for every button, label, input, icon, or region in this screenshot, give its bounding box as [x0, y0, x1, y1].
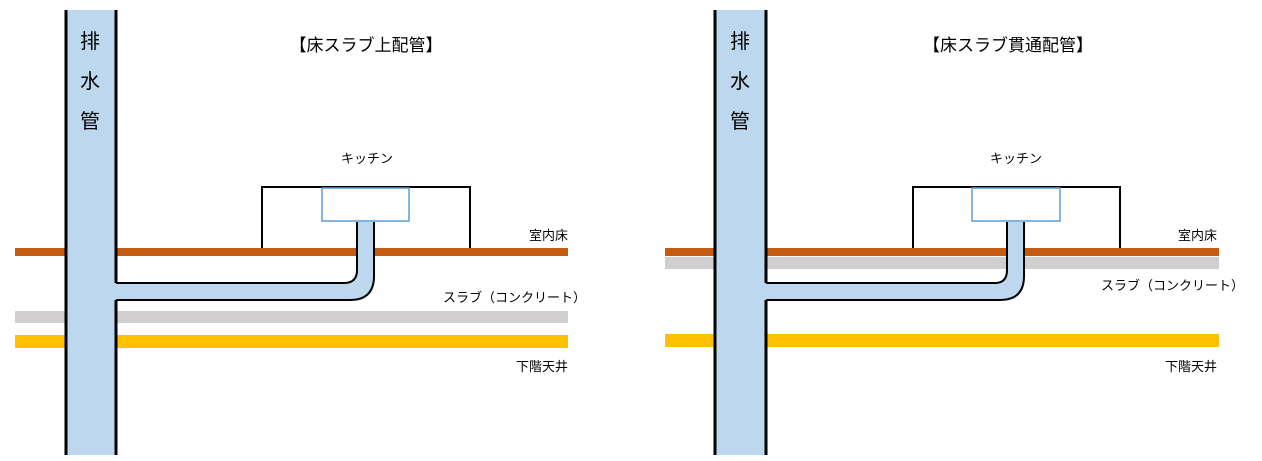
kitchen-label: キッチン [341, 152, 393, 167]
drain-pipe-label-2: 水 [80, 69, 100, 93]
drain-pipe [715, 10, 1024, 455]
branch-pipe-bottom-wall [116, 222, 375, 301]
floor-label: 室内床 [529, 228, 568, 244]
slab-label: スラブ（コンクリート） [443, 290, 586, 306]
floor-label: 室内床 [1178, 228, 1217, 244]
ceiling-line [15, 335, 568, 348]
branch-pipe-bottom-wall [766, 222, 1025, 301]
indoor-floor-line [665, 248, 1219, 256]
drain-pipe-label-2: 水 [730, 69, 750, 93]
kitchen-cabinet [912, 186, 1121, 248]
indoor-floor-line [15, 248, 568, 256]
branch-pipe-top-wall [116, 222, 358, 284]
drain-pipe-label-3: 管 [730, 109, 750, 133]
sink [321, 187, 410, 222]
slab-line [665, 257, 1219, 269]
panel-title: 【床スラブ貫通配管】 [923, 35, 1093, 56]
drain-pipe-label-3: 管 [80, 109, 100, 133]
slab-label: スラブ（コンクリート） [1101, 278, 1244, 294]
ceiling-line [665, 334, 1219, 347]
panel-through-slab: 【床スラブ貫通配管】 排 水 管 キッチン 室内床 スラブ（コンクリート） 下階… [665, 10, 1244, 455]
drain-pipe-label-1: 排 [730, 29, 750, 53]
drain-pipe [66, 10, 374, 455]
kitchen-label: キッチン [990, 152, 1042, 167]
drain-pipe-label-1: 排 [80, 29, 100, 53]
sink [971, 187, 1061, 222]
branch-pipe-top-wall [766, 222, 1008, 284]
panel-title: 【床スラブ上配管】 [290, 35, 443, 56]
ceiling-label: 下階天井 [516, 360, 568, 375]
panel-above-slab: 【床スラブ上配管】 排 水 管 キッチン 室内床 スラブ（コンクリート） 下階天… [15, 10, 586, 455]
slab-line [15, 311, 568, 323]
ceiling-label: 下階天井 [1165, 360, 1217, 375]
kitchen-cabinet [261, 186, 471, 248]
